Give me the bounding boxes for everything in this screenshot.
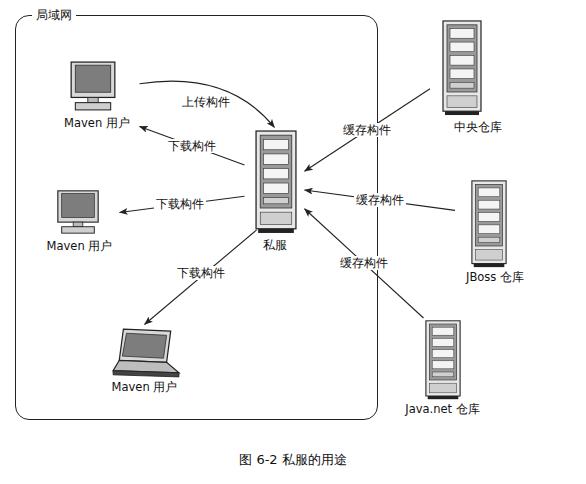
- edge-label: 缓存构件: [354, 193, 406, 207]
- node-label: Maven 用户: [85, 380, 205, 394]
- server-icon: [471, 180, 507, 268]
- server-node: JBoss 仓库: [455, 178, 535, 286]
- node-label: Maven 用户: [45, 116, 150, 130]
- connector-arrow: [140, 81, 275, 127]
- node-label: JBoss 仓库: [445, 270, 545, 284]
- figure-caption: 图 6-2 私服的用途: [0, 452, 586, 468]
- server-icon: [255, 130, 297, 234]
- connector-arrow: [305, 190, 456, 210]
- node-label: 中央仓库: [420, 120, 535, 134]
- server-node: 私服: [245, 128, 305, 253]
- lan-region: 局域网Maven 用户私服Maven 用户Maven 用户: [15, 15, 378, 420]
- server-icon: [442, 20, 482, 116]
- edge-label: 缓存构件: [341, 123, 393, 137]
- computer-node: Maven 用户: [95, 325, 195, 395]
- connector-arrow: [305, 209, 424, 318]
- monitor-icon: [54, 189, 102, 235]
- laptop-icon: [109, 327, 181, 379]
- node-label: Maven 用户: [30, 239, 130, 253]
- server-node: Java.net 仓库: [395, 318, 490, 418]
- edge-label: 缓存构件: [338, 256, 390, 270]
- node-label: 私服: [235, 238, 315, 252]
- connector-arrow: [145, 230, 257, 325]
- monitor-icon: [67, 60, 119, 112]
- server-icon: [425, 320, 461, 400]
- region-title: 局域网: [32, 7, 76, 23]
- edge-label: 上传构件: [180, 95, 232, 109]
- computer-node: Maven 用户: [40, 185, 120, 255]
- connector-arrow: [305, 89, 431, 171]
- edge-label: 下载构件: [175, 266, 227, 280]
- edge-label: 下载构件: [166, 139, 218, 153]
- connector-arrow: [140, 127, 245, 166]
- edge-label: 下载构件: [154, 197, 206, 211]
- computer-node: Maven 用户: [55, 58, 140, 133]
- connector-arrow: [120, 196, 245, 212]
- server-node: 中央仓库: [430, 18, 525, 136]
- node-label: Java.net 仓库: [385, 402, 500, 416]
